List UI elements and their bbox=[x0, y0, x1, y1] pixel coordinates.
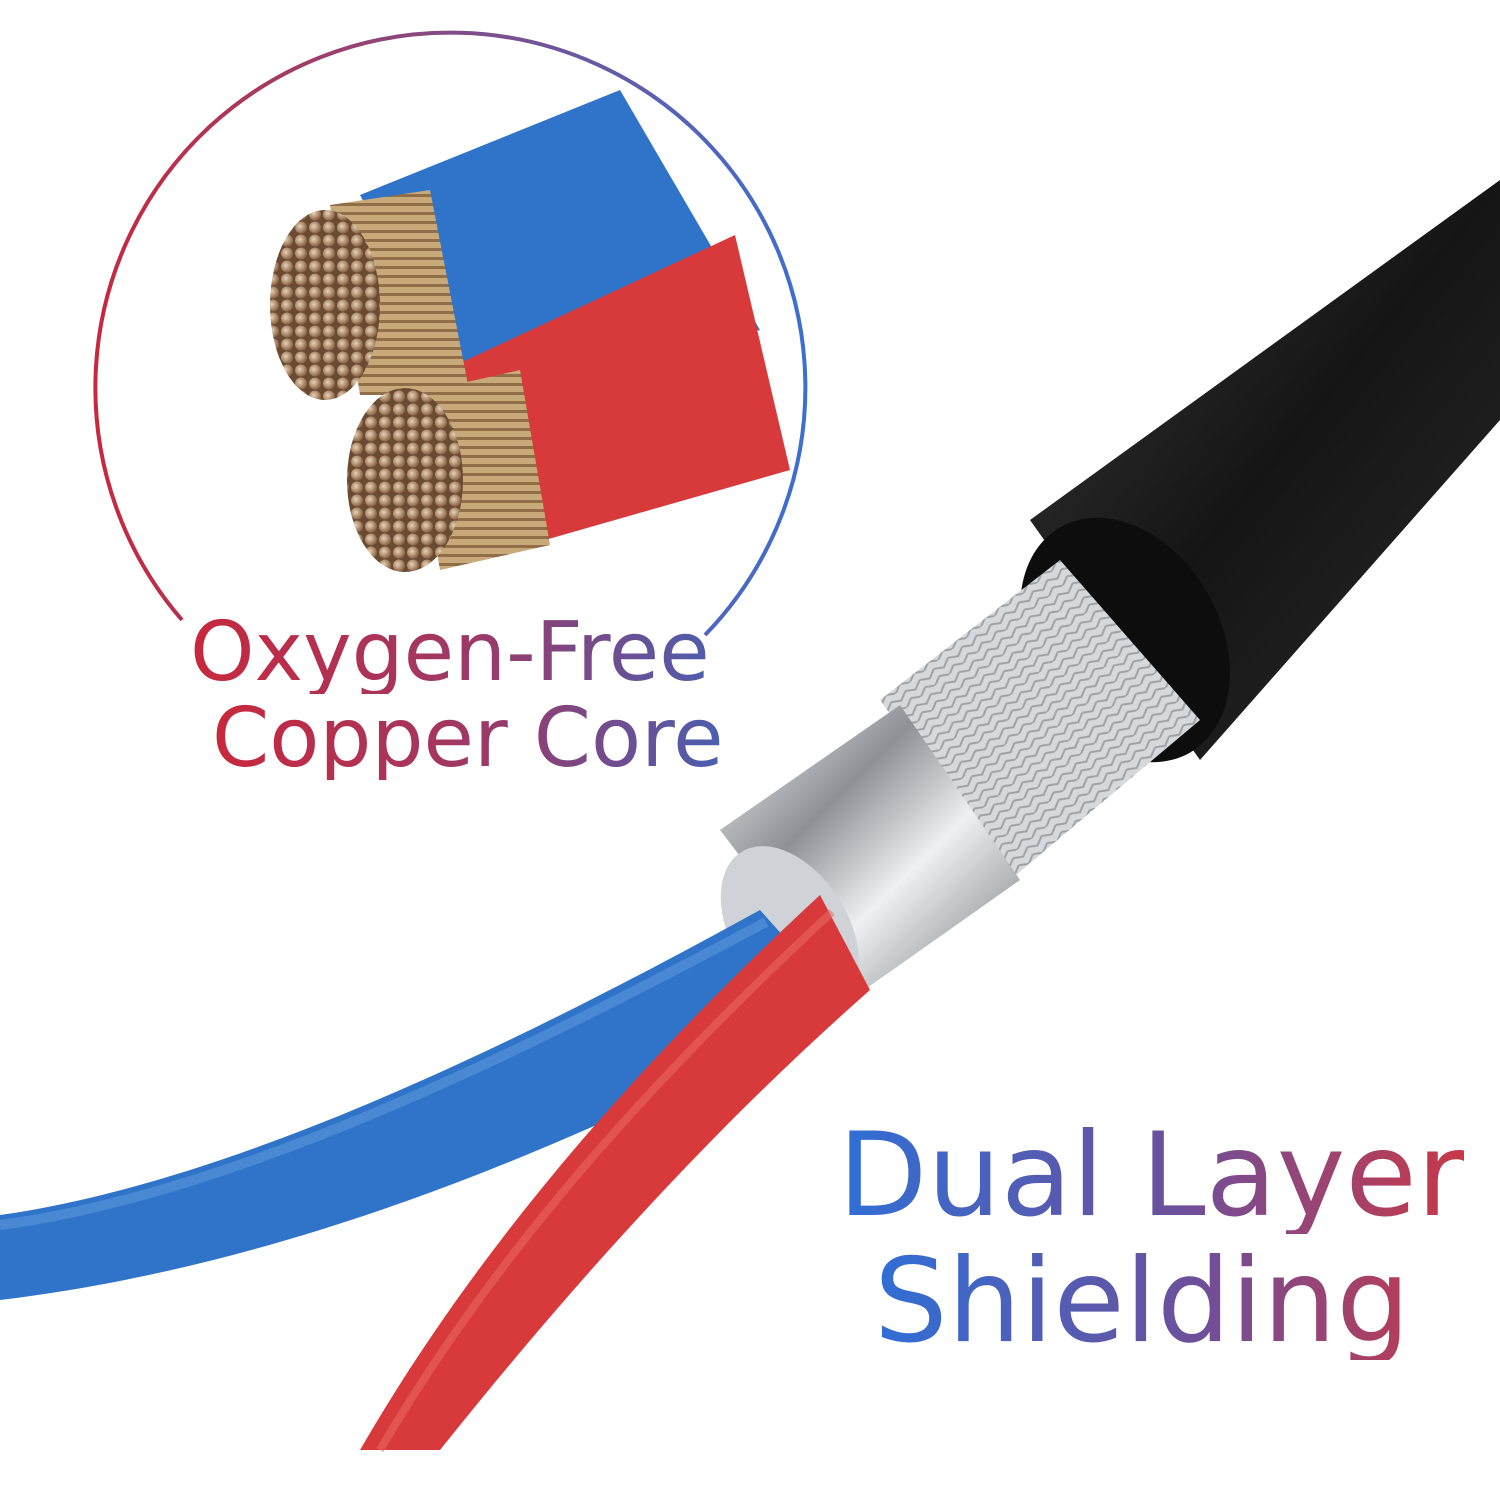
caption-line: Oxygen-Free bbox=[190, 612, 724, 694]
inset-ring bbox=[93, 30, 808, 637]
red-wire bbox=[360, 895, 870, 1450]
blue-wire bbox=[0, 910, 845, 1300]
caption-line: Dual Layer bbox=[838, 1108, 1465, 1243]
caption-line: Shielding bbox=[874, 1244, 1464, 1360]
copper-strand-bundle bbox=[347, 388, 463, 572]
caption-line: Copper Core bbox=[212, 691, 724, 786]
copper-strand-bundle bbox=[270, 210, 380, 400]
copper-core-caption: Oxygen-Free Copper Core bbox=[190, 612, 724, 780]
shielding-caption: Dual Layer Shielding bbox=[838, 1118, 1464, 1360]
copper-core-inset bbox=[93, 30, 808, 637]
